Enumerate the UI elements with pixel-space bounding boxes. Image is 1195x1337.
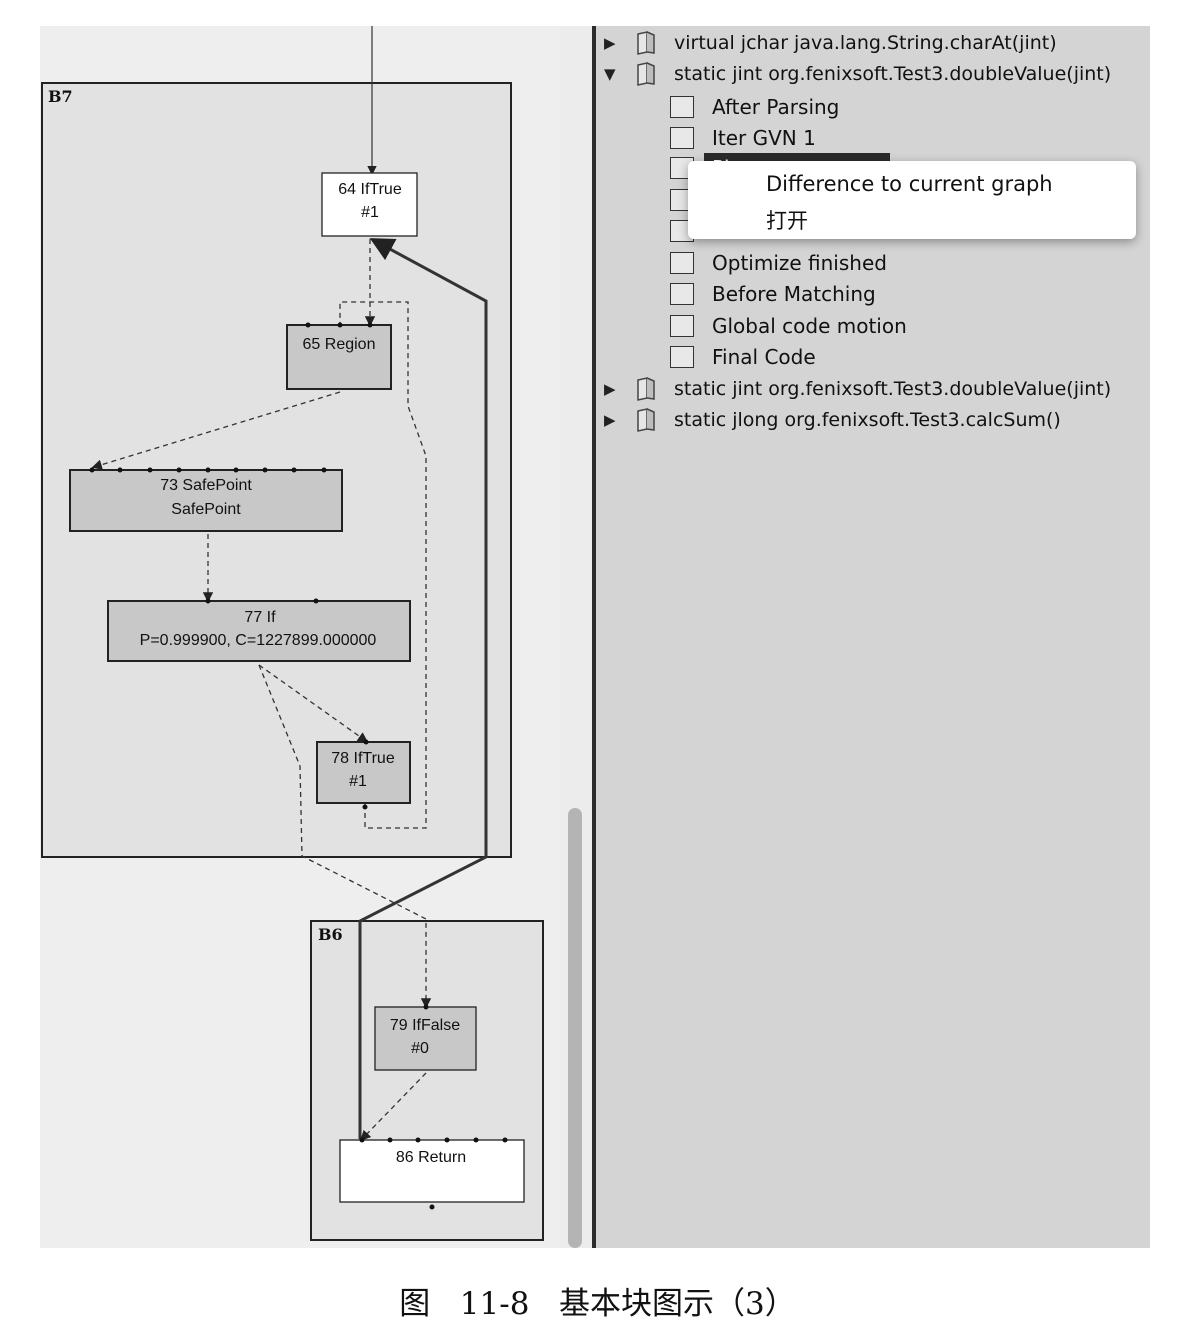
- node-73-line-1: 73 SafePoint: [160, 477, 252, 494]
- node-73-safepoint[interactable]: 73 SafePoint SafePoint: [69, 467, 343, 532]
- menu-item-difference-to-current-graph[interactable]: Difference to current graph: [766, 172, 1053, 196]
- node-64-iftrue[interactable]: 64 IfTrue #1: [321, 172, 418, 237]
- graph-icon: [670, 346, 694, 368]
- node-79-line-2: #0: [411, 1040, 429, 1057]
- node-79-line-1: 79 IfFalse: [390, 1017, 460, 1034]
- edge-77-to-79: [258, 664, 432, 1009]
- method-folder-icon: [637, 31, 655, 55]
- tree-item-method-doublevalue-1[interactable]: ▼ static jint org.fenixsoft.Test3.double…: [604, 60, 1111, 88]
- node-64-line-1: 64 IfTrue: [338, 181, 402, 198]
- menu-item-open[interactable]: 打开: [766, 209, 808, 233]
- tree-child-before-matching[interactable]: Before Matching: [670, 280, 876, 308]
- tree-item-method-calcsum[interactable]: ▶ static jlong org.fenixsoft.Test3.calcS…: [604, 406, 1061, 434]
- graph-icon: [670, 283, 694, 305]
- node-65-region[interactable]: 65 Region: [286, 322, 392, 390]
- tree-child-global-code-motion[interactable]: Global code motion: [670, 312, 907, 340]
- node-78-line-1: 78 IfTrue: [331, 750, 395, 767]
- graph-scrollbar-thumb[interactable]: [568, 808, 582, 1248]
- tree-child-after-parsing[interactable]: After Parsing: [670, 93, 839, 121]
- method-folder-icon: [637, 377, 655, 401]
- node-78-iftrue[interactable]: 78 IfTrue #1: [316, 739, 411, 810]
- tree-child-label: Iter GVN 1: [712, 126, 816, 150]
- edge-77-to-78: [258, 664, 369, 743]
- tree-item-method-charat[interactable]: ▶ virtual jchar java.lang.String.charAt(…: [604, 29, 1057, 57]
- graph-icon: [670, 96, 694, 118]
- figure-caption: 图 11-8 基本块图示（3）: [399, 1286, 796, 1322]
- tree-collapse-arrow-icon[interactable]: ▶: [604, 380, 616, 398]
- node-77-line-2: P=0.999900, C=1227899.000000: [140, 632, 377, 649]
- graph-icon: [670, 127, 694, 149]
- node-79-iffalse[interactable]: 79 IfFalse #0: [374, 1004, 477, 1071]
- node-65-line-1: 65 Region: [303, 336, 376, 353]
- tree-child-label: After Parsing: [712, 95, 840, 119]
- edge-back-loop-86-to-64: [358, 238, 488, 1139]
- edge-65-to-73: [91, 391, 341, 470]
- tree-child-label: Optimize finished: [712, 251, 887, 275]
- node-86-return[interactable]: 86 Return: [339, 1137, 525, 1210]
- context-menu: Difference to current graph 打开: [688, 161, 1136, 239]
- node-77-line-1: 77 If: [244, 609, 276, 626]
- node-78-line-2: #1: [349, 773, 367, 790]
- node-64-line-2: #1: [361, 204, 379, 221]
- block-label-b7: B7: [48, 87, 73, 106]
- node-73-line-2: SafePoint: [171, 501, 241, 518]
- tree-item-label: virtual jchar java.lang.String.charAt(ji…: [674, 32, 1057, 54]
- node-86-line-1: 86 Return: [396, 1149, 466, 1166]
- ideal-graph-visualizer-window: B7 B6 64 IfTrue #1: [40, 26, 1150, 1248]
- tree-expand-arrow-icon[interactable]: ▼: [604, 65, 616, 83]
- tree-child-label: Final Code: [712, 345, 816, 369]
- tree-collapse-arrow-icon[interactable]: ▶: [604, 411, 616, 429]
- tree-child-label: Global code motion: [712, 314, 907, 338]
- block-label-b6: B6: [318, 925, 343, 944]
- tree-collapse-arrow-icon[interactable]: ▶: [604, 34, 616, 52]
- method-folder-icon: [637, 408, 655, 432]
- tree-child-optimize-finished[interactable]: Optimize finished: [670, 249, 887, 277]
- edge-78-to-65: [339, 301, 427, 829]
- tree-item-label: static jint org.fenixsoft.Test3.doubleVa…: [674, 378, 1112, 400]
- control-flow-graph[interactable]: B7 B6 64 IfTrue #1: [40, 26, 560, 1248]
- tree-item-label: static jint org.fenixsoft.Test3.doubleVa…: [674, 63, 1112, 85]
- graph-icon: [670, 252, 694, 274]
- method-folder-icon: [637, 62, 655, 86]
- tree-item-label: static jlong org.fenixsoft.Test3.calcSum…: [674, 409, 1061, 431]
- node-77-if[interactable]: 77 If P=0.999900, C=1227899.000000: [107, 598, 411, 662]
- tree-child-final-code[interactable]: Final Code: [670, 343, 816, 371]
- edge-79-to-86: [360, 1072, 427, 1141]
- graph-pane[interactable]: B7 B6 64 IfTrue #1: [40, 26, 560, 1248]
- tree-child-label: Before Matching: [712, 282, 876, 306]
- tree-item-method-doublevalue-2[interactable]: ▶ static jint org.fenixsoft.Test3.double…: [604, 375, 1111, 403]
- graph-icon: [670, 315, 694, 337]
- tree-child-iter-gvn-1[interactable]: Iter GVN 1: [670, 124, 816, 152]
- pane-splitter[interactable]: [592, 26, 596, 1248]
